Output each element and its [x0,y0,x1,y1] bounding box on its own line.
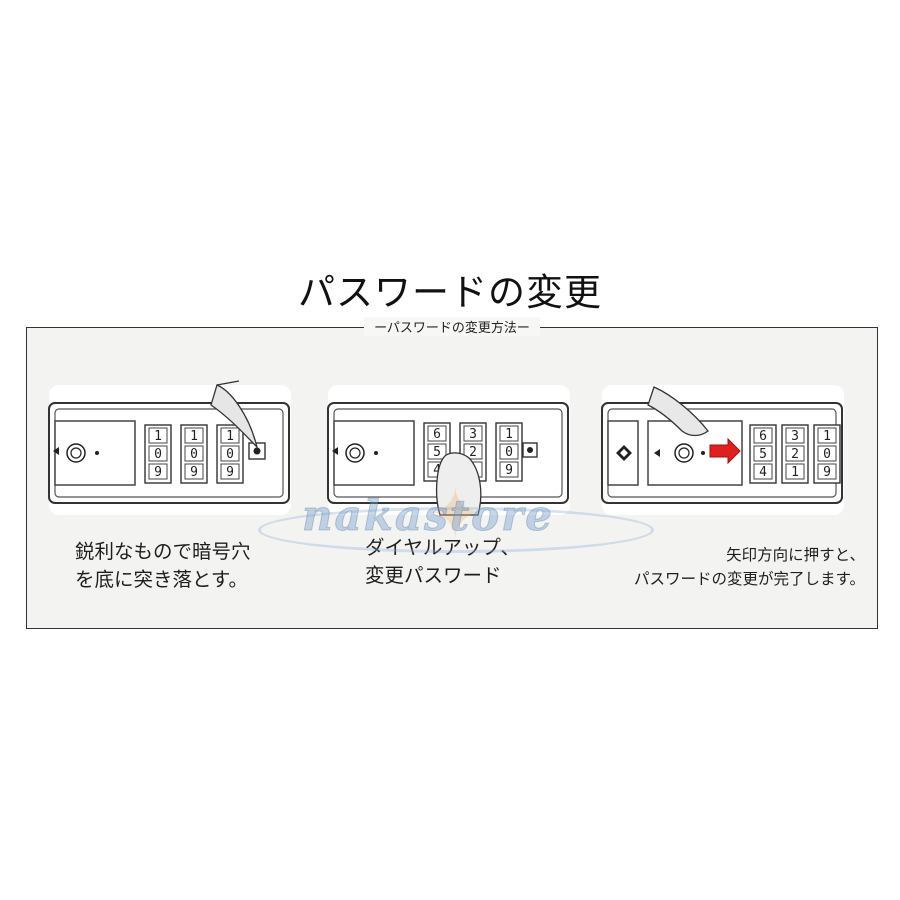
step-1-caption-line-2: を底に突き落とす。 [75,568,248,591]
dial-digit: 1 [791,465,799,480]
step-1-caption: 鋭利なもので暗号穴 を底に突き落とす。 [75,538,251,594]
dial-digit: 5 [759,447,767,462]
dial-digit: 9 [823,465,831,480]
instruction-frame: ーパスワードの変更方法ー 1 0 9 1 0 9 1 0 9 6 5 4 3 [26,317,878,629]
dial-digit-cell [785,427,805,444]
dial-digit: 1 [505,427,513,442]
step-3-lock-diagram: 6 5 4 3 2 1 1 0 9 [601,386,843,504]
dial-digit-cell [427,425,447,442]
dial-digit-cell [499,461,519,478]
dial-digit-cell [785,463,805,480]
dial-digit-cell [463,425,483,442]
dial-digit: 2 [469,445,477,460]
dial-digit-cell [753,445,773,462]
dial-digit: 1 [823,429,831,444]
dial-digit-cell [184,427,204,444]
dial-digit: 1 [190,429,198,444]
page-title: パスワードの変更 [298,271,602,314]
section-subtitle: ーパスワードの変更方法ー [27,317,877,336]
dial-digit-cell [499,425,519,442]
step-1-lock-diagram: 1 0 9 1 0 9 1 0 9 [48,380,290,504]
dial-digit: 3 [469,427,477,442]
step-3-caption-line-2: パスワードの変更が完了します。 [634,570,865,588]
dial-digit: 1 [154,429,162,444]
step-1-caption-line-1: 鋭利なもので暗号穴 [75,540,251,563]
dial-digit-cell [427,443,447,460]
dial-digit: 0 [154,447,162,462]
dial-digit-cell [785,445,805,462]
dial-digit: 3 [791,429,799,444]
step-2-caption: ダイヤルアップ、 変更パスワード [365,534,520,590]
step-2-caption-line-1: ダイヤルアップ、 [365,536,520,559]
dial-digit: 4 [433,463,441,478]
step-3-caption: 矢印方向に押すと、 パスワードの変更が完了します。 [603,543,865,591]
step-3-illustration: 6 5 4 3 2 1 1 0 9 [601,385,844,515]
dial-digit: 1 [226,429,234,444]
dial-digit-cell [220,445,240,462]
dial-digit: 0 [190,447,198,462]
dial-digit: 9 [190,465,198,480]
dial-digit-cell [499,443,519,460]
dial-digit: 5 [433,445,441,460]
dial-digit-cell [817,445,837,462]
dial-digit: 9 [226,465,234,480]
dial-digit-cell [148,427,168,444]
dial-digit-cell [817,463,837,480]
dial-digit-cell [184,463,204,480]
dial-digit-cell [148,445,168,462]
dial-digit-cell [753,427,773,444]
dial-digit: 9 [154,465,162,480]
dial-digit: 2 [791,447,799,462]
section-subtitle-text: ーパスワードの変更方法ー [364,317,540,336]
step-2-caption-line-2: 変更パスワード [365,564,502,587]
dial-digit-cell [753,463,773,480]
dial-digit: 4 [759,465,767,480]
red-arrow-icon [709,437,741,465]
dial-digit: 0 [823,447,831,462]
dial-digit-cell [220,427,240,444]
step-1-illustration: 1 0 9 1 0 9 1 0 9 [48,380,291,515]
dial-digit-cell [463,443,483,460]
dial-digit: 6 [759,429,767,444]
dial-digit: 9 [505,463,513,478]
dial-digit-cell [184,445,204,462]
dial-digit-cell [817,427,837,444]
dial-digit-cell [148,463,168,480]
dial-digit-cell [220,463,240,480]
dial-digit: 0 [505,445,513,460]
dial-digit: 6 [433,427,441,442]
dial-digit: 0 [226,447,234,462]
step-3-caption-line-1: 矢印方向に押すと、 [726,546,865,564]
